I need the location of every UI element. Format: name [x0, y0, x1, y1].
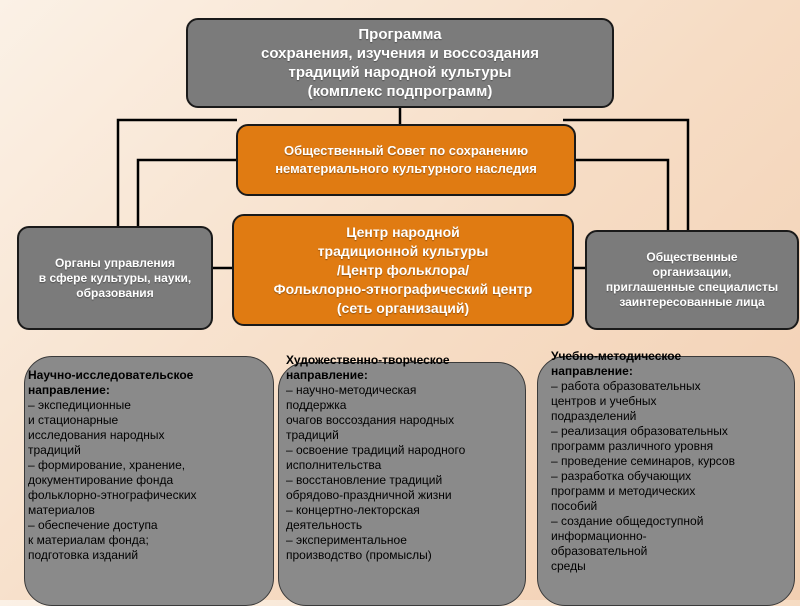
- educational-item: – реализация образовательных программ ра…: [551, 424, 728, 453]
- research-direction-box: [24, 356, 274, 606]
- council-box: Общественный Совет по сохранению нематер…: [236, 124, 576, 196]
- educational-item: – работа образовательных центров и учебн…: [551, 379, 701, 423]
- artistic-item: – концертно-лекторская деятельность: [286, 503, 420, 532]
- line-program-governance: [116, 118, 237, 226]
- educational-direction-text: Учебно-методическое направление: – работ…: [551, 349, 791, 574]
- research-item: – формирование, хранение, документирован…: [28, 458, 197, 517]
- center-label: Центр народной традиционной культуры /Це…: [273, 223, 533, 316]
- artistic-direction-text: Художественно-творческое направление: – …: [286, 353, 522, 563]
- line-program-public: [563, 118, 690, 230]
- educational-item: – создание общедоступной информационно- …: [551, 514, 704, 573]
- artistic-item: – освоение традиций народного исполнител…: [286, 443, 466, 472]
- artistic-item: – экспериментальное производство (промыс…: [286, 533, 432, 562]
- line-council-governance: [136, 158, 237, 226]
- artistic-direction-box: [278, 362, 526, 606]
- public-orgs-box: Общественные организации, приглашенные с…: [585, 230, 799, 330]
- artistic-item: – восстановление традиций обрядово-празд…: [286, 473, 452, 502]
- governance-label: Органы управления в сфере культуры, наук…: [38, 255, 192, 300]
- educational-direction-box: [537, 356, 795, 606]
- educational-title: Учебно-методическое направление:: [551, 349, 682, 378]
- public-orgs-label: Общественные организации, приглашенные с…: [605, 250, 779, 309]
- research-item: – обеспечение доступа к материалам фонда…: [28, 518, 158, 562]
- line-council-public: [575, 158, 670, 230]
- research-direction-text: Научно-исследовательское направление: – …: [28, 368, 272, 563]
- artistic-title: Художественно-творческое направление:: [286, 353, 450, 382]
- council-label: Общественный Совет по сохранению нематер…: [275, 143, 537, 176]
- educational-item: – разработка обучающих программ и методи…: [551, 469, 696, 513]
- program-box: Программа сохранения, изучения и воссозд…: [186, 18, 614, 108]
- artistic-item: – научно-методическая поддержка очагов в…: [286, 383, 455, 442]
- educational-item: – проведение семинаров, курсов: [551, 454, 735, 468]
- research-title: Научно-исследовательское направление:: [28, 368, 194, 397]
- center-box: Центр народной традиционной культуры /Це…: [232, 214, 574, 326]
- research-item: – экспедиционные и стационарные исследов…: [28, 398, 165, 457]
- program-title: Программа сохранения, изучения и воссозд…: [260, 26, 540, 100]
- governance-box: Органы управления в сфере культуры, наук…: [17, 226, 213, 330]
